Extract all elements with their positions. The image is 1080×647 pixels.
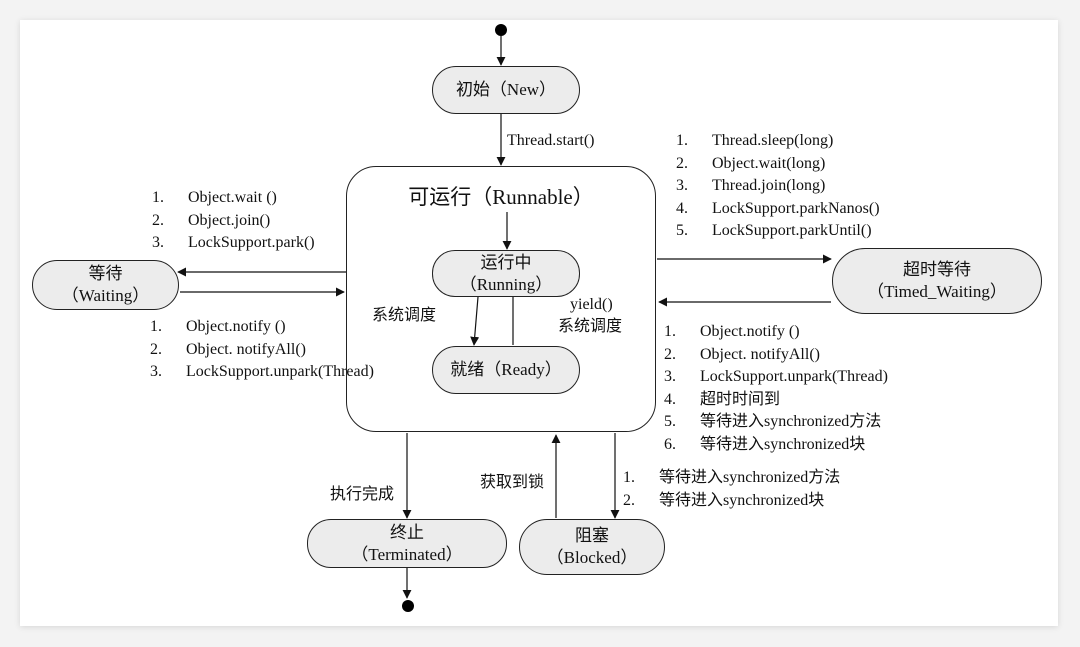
list-item: 1.Object.notify () bbox=[150, 318, 286, 335]
state-blocked-label-1: 阻塞 bbox=[575, 526, 609, 545]
state-runnable: 可运行（Runnable） bbox=[346, 166, 656, 432]
state-new-label: 初始（New） bbox=[455, 80, 557, 99]
list-item: 3.LockSupport.unpark(Thread) bbox=[664, 368, 888, 386]
list-item: 4.LockSupport.parkNanos() bbox=[676, 199, 880, 217]
list-item: 3.Thread.join(long) bbox=[676, 177, 826, 195]
state-timed-waiting-label-2: （Timed_Waiting） bbox=[867, 282, 1007, 301]
list-to-timed-waiting: 1.Thread.sleep(long) 2.Object.wait(long)… bbox=[676, 130, 880, 243]
state-blocked: 阻塞 （Blocked） bbox=[519, 519, 665, 575]
list-item: 1.Thread.sleep(long) bbox=[676, 132, 834, 149]
end-node bbox=[402, 600, 414, 612]
state-terminated: 终止 （Terminated） bbox=[307, 519, 507, 568]
list-item: 2.Object.join() bbox=[152, 211, 271, 229]
state-waiting-label-2: （Waiting） bbox=[61, 286, 150, 305]
state-running-label-1: 运行中 bbox=[480, 252, 532, 272]
list-to-waiting: 1.Object.wait () 2.Object.join() 3.LockS… bbox=[152, 187, 315, 255]
list-item: 6.等待进入synchronized块 bbox=[664, 435, 866, 453]
list-item: 3.LockSupport.unpark(Thread) bbox=[150, 363, 374, 381]
state-running-label-2: （Running） bbox=[459, 274, 553, 294]
list-item: 3.LockSupport.park() bbox=[152, 234, 315, 252]
list-from-timed-waiting: 1.Object.notify () 2.Object. notifyAll()… bbox=[664, 321, 888, 457]
list-item: 1.Object.wait () bbox=[152, 189, 277, 206]
list-item: 2.Object. notifyAll() bbox=[150, 340, 306, 358]
list-item: 2.等待进入synchronized块 bbox=[623, 491, 825, 509]
list-item: 4.超时时间到 bbox=[664, 390, 781, 408]
state-new: 初始（New） bbox=[432, 66, 580, 114]
state-running: 运行中 （Running） bbox=[432, 250, 580, 297]
state-waiting: 等待 （Waiting） bbox=[32, 260, 179, 310]
list-item: 2.Object. notifyAll() bbox=[664, 345, 820, 363]
state-ready: 就绪（Ready） bbox=[432, 346, 580, 394]
label-acquire-lock: 获取到锁 bbox=[480, 474, 545, 491]
list-item: 1.Object.notify () bbox=[664, 323, 800, 340]
state-timed-waiting: 超时等待 （Timed_Waiting） bbox=[832, 248, 1042, 314]
list-to-blocked: 1.等待进入synchronized方法 2.等待进入synchronized块 bbox=[623, 467, 840, 512]
state-terminated-label-2: （Terminated） bbox=[351, 544, 463, 564]
arrow-running-to-ready bbox=[470, 296, 480, 346]
state-terminated-label-1: 终止 bbox=[390, 522, 424, 542]
label-scheduler-left: 系统调度 bbox=[372, 307, 437, 324]
state-ready-label: 就绪（Ready） bbox=[450, 360, 562, 379]
list-item: 1.等待进入synchronized方法 bbox=[623, 469, 841, 486]
state-timed-waiting-label-1: 超时等待 bbox=[903, 260, 971, 279]
start-node bbox=[495, 24, 507, 36]
state-waiting-label-1: 等待 bbox=[88, 264, 123, 283]
label-thread-start: Thread.start() bbox=[507, 132, 595, 149]
list-item: 5.等待进入synchronized方法 bbox=[664, 413, 882, 431]
runnable-title: 可运行（Runnable） bbox=[408, 185, 594, 209]
list-item: 5.LockSupport.parkUntil() bbox=[676, 222, 872, 240]
list-item: 2.Object.wait(long) bbox=[676, 154, 826, 172]
list-from-waiting: 1.Object.notify () 2.Object. notifyAll()… bbox=[150, 316, 374, 384]
label-scheduler-right: 系统调度 bbox=[558, 318, 623, 335]
state-blocked-label-2: （Blocked） bbox=[546, 548, 638, 567]
label-yield: yield() bbox=[570, 296, 613, 313]
label-exec-complete: 执行完成 bbox=[330, 486, 395, 503]
